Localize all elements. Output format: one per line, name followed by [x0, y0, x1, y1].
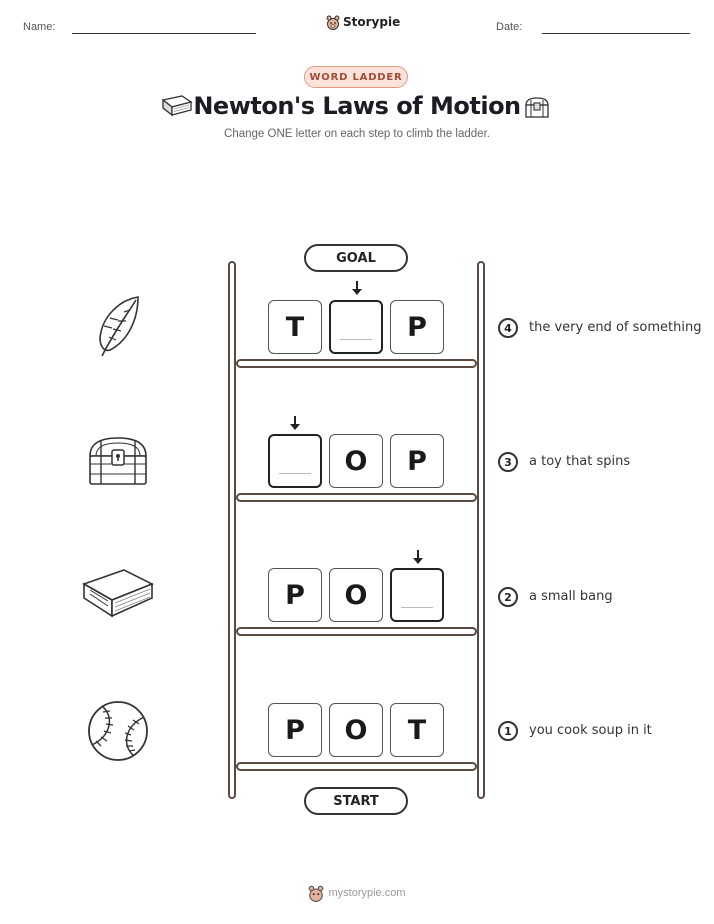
step-number: 2: [498, 587, 518, 607]
mascot-icon: [326, 15, 340, 30]
ladder-rung: [236, 359, 477, 368]
arrow-down-icon: [290, 416, 300, 430]
treasure-chest-icon: [89, 437, 147, 485]
brand-logo: Storypie: [326, 14, 400, 30]
brand-name: Storypie: [343, 15, 401, 29]
letter-tile: O: [329, 703, 383, 757]
ladder-left-rail: [228, 261, 236, 799]
name-label: Name:: [23, 21, 56, 33]
step-number: 3: [498, 452, 518, 472]
letter-tile: P: [390, 300, 444, 354]
footer-site: mystorypie.com: [328, 887, 406, 899]
clue-text: the very end of something: [529, 320, 702, 335]
book-icon: [82, 569, 154, 618]
step-number: 1: [498, 721, 518, 741]
ladder-rung: [236, 627, 477, 636]
page-subtitle: Change ONE letter on each step to climb …: [224, 128, 490, 140]
date-label: Date:: [496, 21, 523, 33]
blank-letter-tile[interactable]: [268, 434, 322, 488]
name-line[interactable]: [72, 33, 256, 34]
page-title: Newton's Laws of Motion: [193, 92, 521, 120]
blank-letter-tile[interactable]: [329, 300, 383, 354]
arrow-down-icon: [352, 281, 362, 295]
book-icon: [161, 95, 193, 117]
ladder-rung: [236, 493, 477, 502]
goal-label: GOAL: [304, 244, 408, 272]
mascot-icon: [309, 885, 324, 902]
letter-tile: P: [268, 703, 322, 757]
date-line[interactable]: [542, 33, 690, 34]
letter-tile: T: [268, 300, 322, 354]
feather-icon: [99, 296, 139, 357]
clue-text: you cook soup in it: [529, 723, 652, 738]
clue-text: a toy that spins: [529, 454, 631, 469]
start-label: START: [304, 787, 408, 815]
step-number: 4: [498, 318, 518, 338]
blank-letter-tile[interactable]: [390, 568, 444, 622]
activity-badge: WORD LADDER: [304, 66, 408, 88]
clue-text: a small bang: [529, 589, 613, 604]
baseball-icon: [88, 701, 148, 761]
letter-tile: P: [390, 434, 444, 488]
letter-tile: O: [329, 568, 383, 622]
ladder-right-rail: [477, 261, 485, 799]
letter-tile: T: [390, 703, 444, 757]
treasure-chest-icon: [525, 97, 549, 118]
arrow-down-icon: [413, 550, 423, 564]
footer: mystorypie.com: [0, 884, 714, 902]
letter-tile: O: [329, 434, 383, 488]
ladder-rung: [236, 762, 477, 771]
letter-tile: P: [268, 568, 322, 622]
